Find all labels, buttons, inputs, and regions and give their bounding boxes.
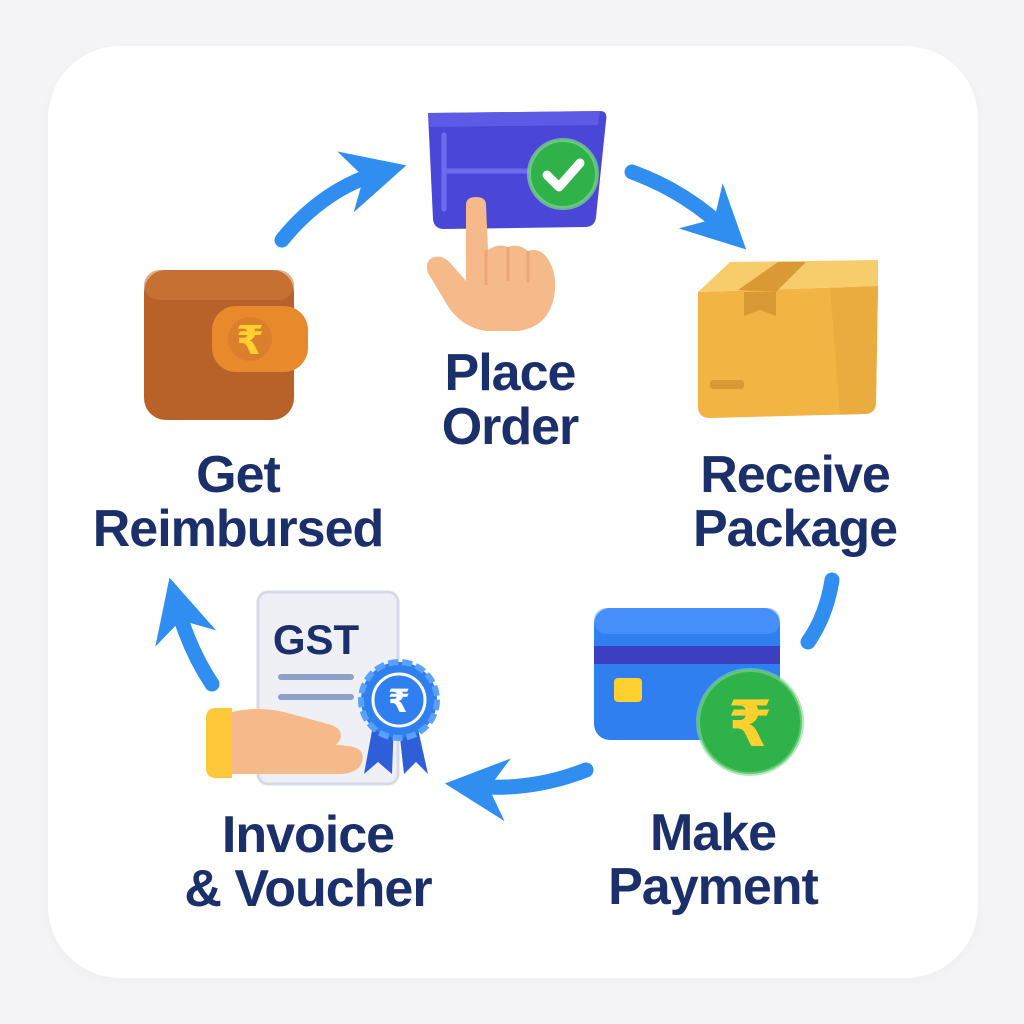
screen-check-hand-icon xyxy=(426,111,607,331)
wallet-rupee-symbol: ₹ xyxy=(236,318,264,364)
place-order-line2: Order xyxy=(441,398,580,456)
arrow-invoice-to-reimbursed xyxy=(155,577,220,692)
wallet-rupee-icon: ₹ xyxy=(144,270,308,420)
receive-package-line1: Receive xyxy=(700,446,891,504)
get-reimbursed-line1: Get xyxy=(196,446,281,504)
arrow-reimbursed-to-order xyxy=(274,151,407,248)
receive-package-line2: Package xyxy=(692,500,898,558)
payment-rupee-symbol: ₹ xyxy=(728,688,773,762)
arrow-order-to-package xyxy=(624,164,747,250)
invoice-rupee-symbol: ₹ xyxy=(388,682,410,720)
make-payment-line2: Payment xyxy=(608,858,819,916)
step-label-make-payment: Make Payment xyxy=(598,806,828,914)
package-box-icon xyxy=(698,260,878,418)
step-label-get-reimbursed: Get Reimbursed xyxy=(88,448,388,556)
invoice-gst-label: GST xyxy=(273,616,360,663)
step-label-invoice-voucher: Invoice & Voucher xyxy=(168,808,448,916)
make-payment-line1: Make xyxy=(649,804,777,862)
place-order-line1: Place xyxy=(444,344,577,402)
step-label-receive-package: Receive Package xyxy=(680,448,910,556)
invoice-voucher-line1: Invoice xyxy=(221,806,395,864)
arrow-package-to-payment xyxy=(800,572,840,650)
gst-invoice-hand-icon: GST ₹ xyxy=(206,590,440,786)
step-label-place-order: Place Order xyxy=(400,346,620,454)
credit-card-rupee-icon: ₹ xyxy=(594,608,804,776)
get-reimbursed-line2: Reimbursed xyxy=(92,500,385,558)
arrow-payment-to-invoice xyxy=(444,758,594,822)
invoice-voucher-line2: & Voucher xyxy=(184,860,432,918)
